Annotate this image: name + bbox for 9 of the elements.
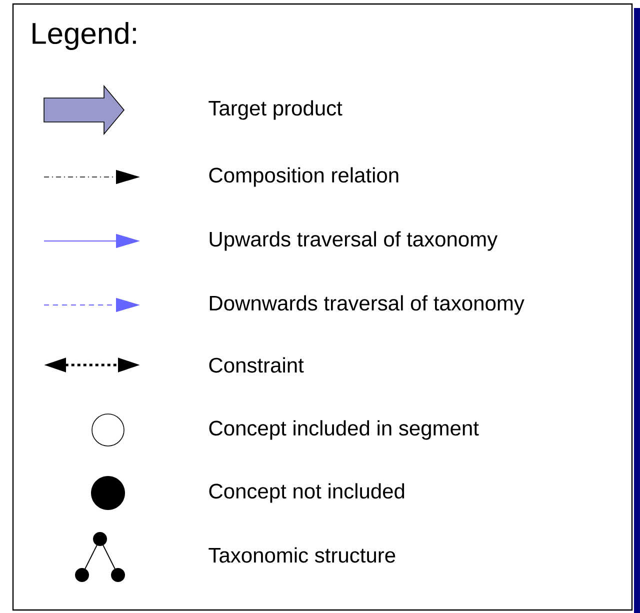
legend-label: Upwards traversal of taxonomy — [210, 231, 498, 251]
legend-label: Taxonomic structure — [208, 547, 396, 563]
legend-label: Concept not included — [209, 483, 404, 503]
legend-label: Composition relation — [209, 167, 398, 187]
legend-label: Downwards traversal of taxonomy — [210, 295, 524, 315]
legend-label: Target product — [208, 100, 342, 120]
legend-label: Concept included in segment — [209, 420, 479, 440]
legend-title: Legend: — [32, 22, 136, 50]
legend-label: Constraint — [209, 357, 304, 373]
